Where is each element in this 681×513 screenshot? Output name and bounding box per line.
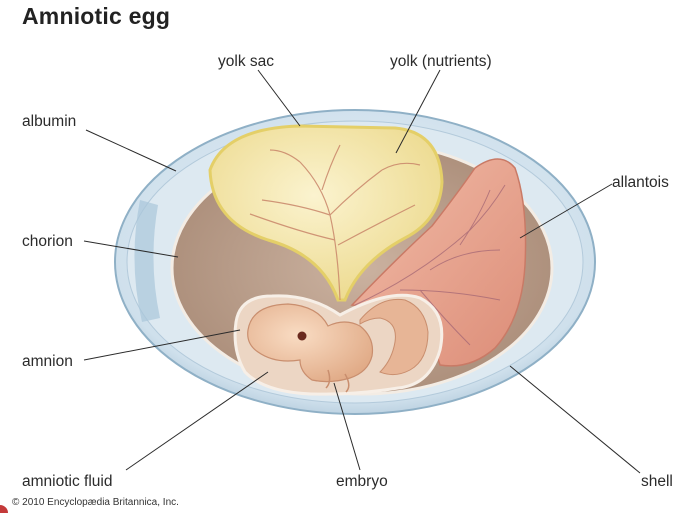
leader-shell <box>510 366 640 473</box>
label-shell: shell <box>641 473 673 490</box>
label-chorion: chorion <box>22 233 73 250</box>
label-embryo: embryo <box>336 473 388 490</box>
leader-albumin <box>86 130 176 171</box>
leader-amniotic-fluid <box>126 372 268 470</box>
label-amnion: amnion <box>22 353 73 370</box>
label-allantois: allantois <box>612 174 669 191</box>
label-yolk-sac: yolk sac <box>218 53 274 70</box>
label-albumin: albumin <box>22 113 76 130</box>
label-yolk: yolk (nutrients) <box>390 53 492 70</box>
label-amniotic-fluid: amniotic fluid <box>22 473 112 490</box>
copyright-credit: © 2010 Encyclopædia Britannica, Inc. <box>12 497 179 508</box>
